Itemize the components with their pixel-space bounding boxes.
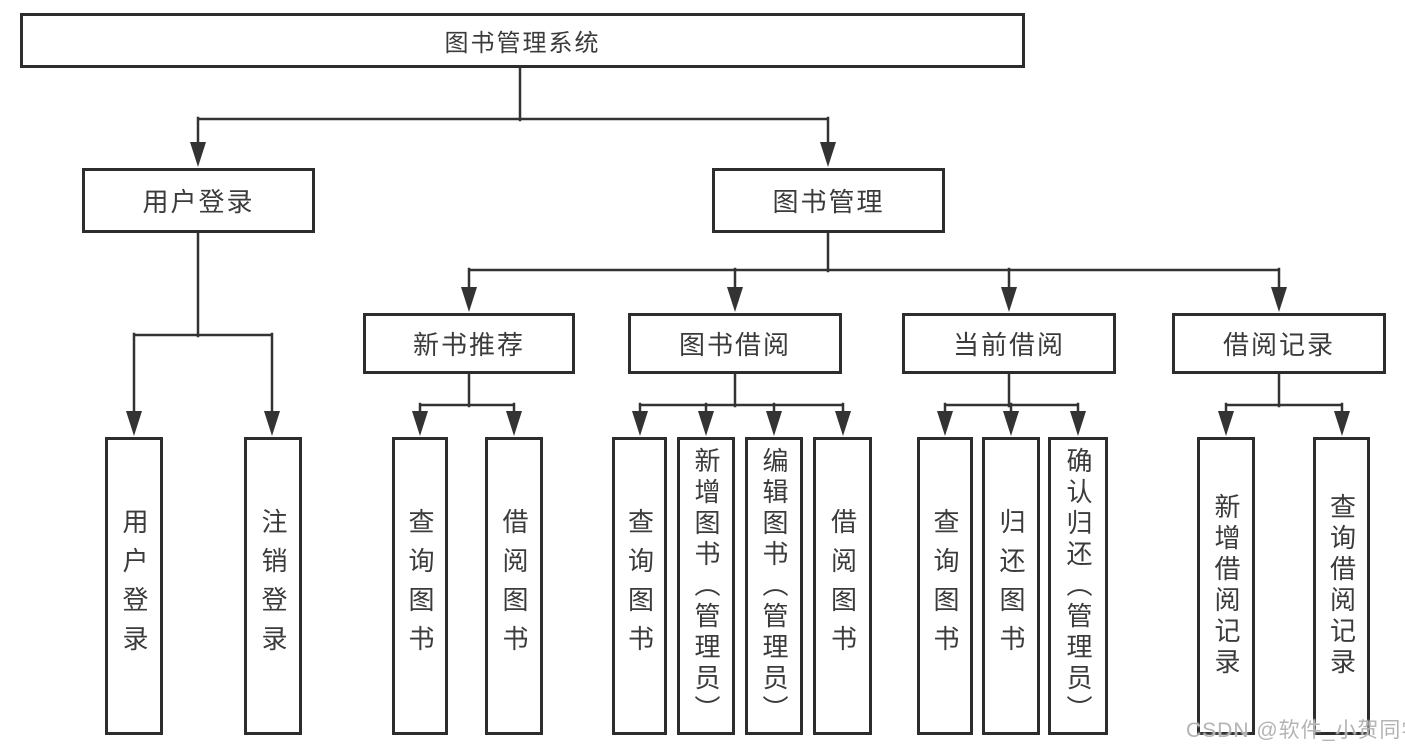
- node-leaf-recommend-query-book: 查询图书: [392, 437, 448, 735]
- node-leaf-borrow-query-book: 查询图书: [612, 437, 667, 735]
- node-book-borrow: 图书借阅: [628, 313, 842, 374]
- arrow-icon: [190, 142, 206, 167]
- arrow-icon: [937, 411, 953, 436]
- node-borrow-records: 借阅记录: [1172, 313, 1386, 374]
- node-root: 图书管理系统: [20, 13, 1025, 68]
- arrow-icon: [1070, 411, 1086, 436]
- node-leaf-recommend-borrow-book: 借阅图书: [485, 437, 543, 735]
- csdn-watermark: CSDN @软件_小贺同学: [1186, 719, 1405, 742]
- node-new-book-recommend-label: 新书推荐: [412, 330, 525, 360]
- arrow-icon: [1218, 411, 1234, 436]
- arrow-icon: [1001, 287, 1017, 312]
- node-book-borrow-label: 图书借阅: [678, 330, 791, 360]
- node-root-label: 图书管理系统: [444, 30, 601, 57]
- node-current-borrow: 当前借阅: [902, 313, 1116, 374]
- arrow-icon: [632, 411, 648, 436]
- arrow-icon: [506, 411, 522, 436]
- node-leaf-logout: 注销登录: [244, 437, 302, 735]
- arrow-icon: [264, 411, 280, 436]
- node-leaf-current-query-book-label: 查询图书: [930, 508, 960, 664]
- node-leaf-records-add-record: 新增借阅记录: [1197, 437, 1255, 735]
- node-new-book-recommend: 新书推荐: [363, 313, 575, 374]
- node-leaf-borrow-edit-book: 编辑图书（管理员）: [745, 437, 803, 735]
- node-current-borrow-label: 当前借阅: [952, 330, 1065, 360]
- arrow-icon: [766, 411, 782, 436]
- node-leaf-borrow-borrow-book-label: 借阅图书: [827, 508, 858, 664]
- node-leaf-records-add-record-label: 新增借阅记录: [1211, 493, 1241, 679]
- node-leaf-records-query-record: 查询借阅记录: [1313, 437, 1370, 735]
- node-leaf-borrow-edit-book-label: 编辑图书（管理员）: [759, 446, 789, 726]
- node-leaf-recommend-query-book-label: 查询图书: [405, 508, 435, 664]
- node-leaf-current-query-book: 查询图书: [917, 437, 973, 735]
- node-user-login-label: 用户登录: [142, 187, 255, 217]
- node-leaf-current-confirm-return-label: 确认归还（管理员）: [1063, 446, 1093, 726]
- node-book-management: 图书管理: [712, 168, 945, 233]
- node-borrow-records-label: 借阅记录: [1222, 330, 1335, 360]
- arrow-icon: [126, 411, 142, 436]
- node-leaf-user-login: 用户登录: [105, 437, 163, 735]
- node-leaf-user-login-label: 用户登录: [119, 508, 149, 664]
- arrow-icon: [1271, 287, 1287, 312]
- node-user-login: 用户登录: [82, 168, 315, 233]
- node-leaf-borrow-add-book-label: 新增图书（管理员）: [691, 446, 721, 726]
- node-leaf-current-return-book-label: 归还图书: [996, 508, 1026, 664]
- node-leaf-logout-label: 注销登录: [258, 508, 288, 664]
- arrow-icon: [461, 287, 477, 312]
- node-leaf-recommend-borrow-book-label: 借阅图书: [499, 508, 529, 664]
- node-leaf-borrow-borrow-book: 借阅图书: [813, 437, 872, 735]
- node-leaf-current-return-book: 归还图书: [982, 437, 1040, 735]
- arrow-icon: [727, 287, 743, 312]
- arrow-icon: [412, 411, 428, 436]
- arrow-icon: [835, 411, 851, 436]
- node-leaf-borrow-add-book: 新增图书（管理员）: [677, 437, 735, 735]
- node-book-management-label: 图书管理: [772, 187, 885, 217]
- arrow-icon: [820, 142, 836, 167]
- node-leaf-borrow-query-book-label: 查询图书: [624, 508, 655, 664]
- node-leaf-current-confirm-return: 确认归还（管理员）: [1048, 437, 1108, 735]
- node-leaf-records-query-record-label: 查询借阅记录: [1326, 493, 1357, 679]
- arrow-icon: [698, 411, 714, 436]
- arrow-icon: [1334, 411, 1350, 436]
- arrow-icon: [1003, 411, 1019, 436]
